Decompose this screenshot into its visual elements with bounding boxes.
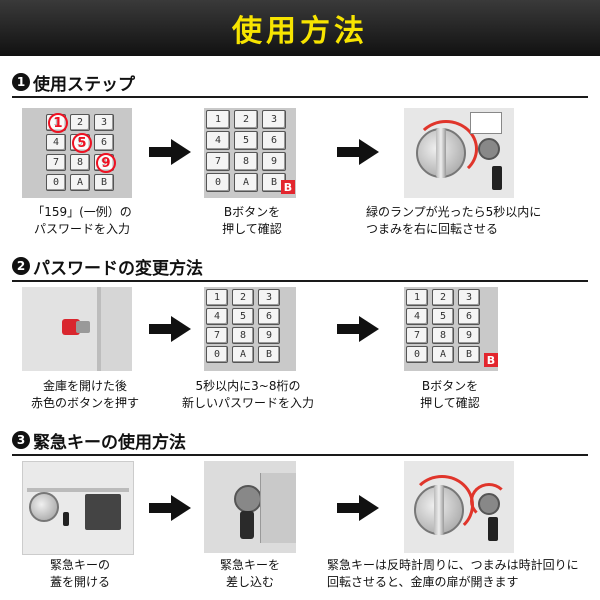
section-3-number-icon: 3: [12, 431, 30, 449]
arrow-icon: [149, 316, 193, 342]
keypad-key-2[interactable]: 2: [432, 289, 454, 306]
key-icon: [240, 511, 254, 539]
keypad-key-7[interactable]: 7: [406, 327, 428, 344]
keypad-key-7[interactable]: 7: [206, 327, 228, 344]
circled-digit-9: 9: [96, 153, 116, 173]
b-button-badge: B: [281, 180, 295, 194]
step1-caption-3: 緑のランプが光ったら5秒以内に つまみを右に回転させる: [366, 205, 542, 236]
keypad-key-4[interactable]: 4: [206, 131, 230, 150]
keypad-key-8[interactable]: 8: [432, 327, 454, 344]
lock-icon: [478, 138, 500, 160]
keypad-key-2[interactable]: 2: [232, 289, 254, 306]
keypad-key-5[interactable]: 5: [432, 308, 454, 325]
arrow-icon: [337, 316, 381, 342]
keypad-key-0[interactable]: 0: [206, 346, 228, 363]
keypad-key-B[interactable]: B: [458, 346, 480, 363]
section-3-title: 緊急キーの使用方法: [33, 432, 186, 453]
keypad-key-9[interactable]: 9: [258, 327, 280, 344]
step1-caption-1: 「159」(一例）の パスワードを入力: [32, 205, 132, 236]
keypad-key-0[interactable]: 0: [406, 346, 428, 363]
step1-caption-2: Bボタンを 押して確認: [222, 205, 282, 236]
keypad-key-8[interactable]: 8: [232, 327, 254, 344]
key-icon: [492, 166, 502, 190]
clockwise-arrow-icon: [410, 475, 474, 535]
keypad-key-4[interactable]: 4: [406, 308, 428, 325]
step2-caption-3: Bボタンを 押して確認: [420, 379, 480, 410]
keypad-key-5[interactable]: 5: [232, 308, 254, 325]
keypad-key-1[interactable]: 1: [206, 110, 230, 129]
step2-red-button-photo: [22, 287, 132, 371]
red-button-icon: [62, 319, 80, 335]
arrow-icon: [149, 495, 193, 521]
keypad-key-2[interactable]: 2: [70, 114, 90, 131]
page-title: 使用方法: [232, 14, 368, 49]
keypad-panel-icon: [85, 494, 121, 530]
keypad-key-2[interactable]: 2: [234, 110, 258, 129]
section-1-title: 使用ステップ: [33, 74, 135, 95]
lock-icon: [234, 485, 262, 513]
step3-rotate-photo: [404, 461, 514, 553]
step2-caption-1: 金庫を開けた後 赤色のボタンを押す: [30, 379, 139, 410]
keypad-key-1[interactable]: 1: [406, 289, 428, 306]
keypad-key-9[interactable]: 9: [262, 152, 286, 171]
b-button-badge: B: [484, 353, 498, 367]
keypad-key-A[interactable]: A: [234, 173, 258, 192]
key-icon: [488, 517, 498, 541]
keypad-key-4[interactable]: 4: [46, 134, 66, 151]
keypad-key-6[interactable]: 6: [262, 131, 286, 150]
keypad-key-6[interactable]: 6: [94, 134, 114, 151]
keypad-key-3[interactable]: 3: [458, 289, 480, 306]
rotate-arrow-icon: [414, 120, 478, 178]
keypad-key-5[interactable]: 5: [234, 131, 258, 150]
step3-key-insert-photo: [204, 461, 296, 553]
keypad-key-8[interactable]: 8: [70, 154, 90, 171]
keypad-key-7[interactable]: 7: [206, 152, 230, 171]
keypad-key-3[interactable]: 3: [262, 110, 286, 129]
arrow-icon: [337, 139, 381, 165]
step2-caption-2: 5秒以内に3~8桁の 新しいパスワードを入力: [181, 379, 314, 410]
keypad-key-A[interactable]: A: [70, 174, 90, 191]
keypad-key-B[interactable]: B: [94, 174, 114, 191]
keypad-key-B[interactable]: B: [262, 173, 286, 192]
circled-digit-1: 1: [48, 113, 68, 133]
keypad-key-1[interactable]: 1: [206, 289, 228, 306]
step3-caption-1: 緊急キーの 蓋を開ける: [49, 558, 110, 589]
keypad-key-3[interactable]: 3: [94, 114, 114, 131]
counterclockwise-arrow-icon: [470, 483, 508, 519]
circled-digit-5: 5: [72, 133, 92, 153]
section-3-header: 3 緊急キーの使用方法: [12, 426, 588, 456]
keypad-key-A[interactable]: A: [232, 346, 254, 363]
section-2-header: 2 パスワードの変更方法: [12, 252, 588, 282]
section-2-title: パスワードの変更方法: [33, 258, 203, 279]
keypad-key-0[interactable]: 0: [46, 174, 66, 191]
keypad-key-7[interactable]: 7: [46, 154, 66, 171]
keypad-key-4[interactable]: 4: [206, 308, 228, 325]
keypad-key-8[interactable]: 8: [234, 152, 258, 171]
step3-safe-front-photo: [22, 461, 134, 555]
keypad-key-A[interactable]: A: [432, 346, 454, 363]
knob-icon: [29, 492, 59, 522]
keypad-key-6[interactable]: 6: [258, 308, 280, 325]
arrow-icon: [149, 139, 193, 165]
step3-caption-2: 緊急キーを 差し込む: [219, 558, 280, 589]
step1-keypad-photo: 1123455678990AB: [22, 108, 132, 198]
key-icon: [63, 512, 69, 526]
keypad-key-6[interactable]: 6: [458, 308, 480, 325]
section-1-header: 1 使用ステップ: [12, 68, 588, 98]
lock-icon: [478, 493, 500, 515]
header-bar: 使用方法: [0, 0, 600, 56]
step3-caption-3: 緊急キーは反時計周りに、つまみは時計回りに 回転させると、金庫の扉が開きます: [327, 558, 579, 589]
keypad-key-9[interactable]: 9: [458, 327, 480, 344]
section-2-number-icon: 2: [12, 257, 30, 275]
step1-knob-photo: [404, 108, 514, 198]
section-1-number-icon: 1: [12, 73, 30, 91]
arrow-icon: [337, 495, 381, 521]
keypad-key-0[interactable]: 0: [206, 173, 230, 192]
keypad-key-3[interactable]: 3: [258, 289, 280, 306]
keypad-key-B[interactable]: B: [258, 346, 280, 363]
